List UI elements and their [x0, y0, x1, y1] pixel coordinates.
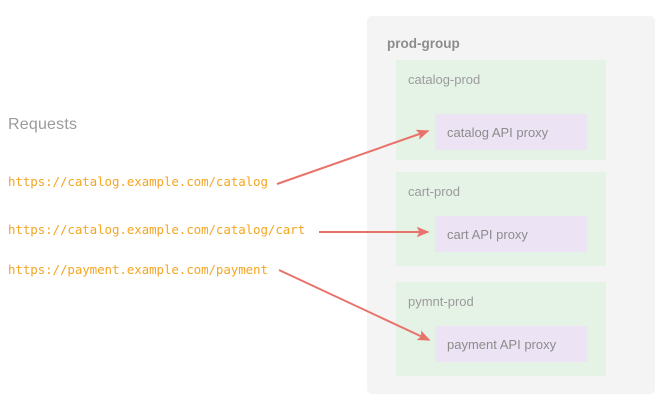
service-label-payment-api-proxy: payment API proxy [447, 336, 557, 352]
service-box-payment-api-proxy: payment API proxy [435, 326, 587, 362]
group-title: prod-group [387, 36, 460, 51]
service-box-cart-api-proxy: cart API proxy [435, 216, 587, 252]
group-panel-prod-group: prod-group catalog-prod catalog API prox… [367, 16, 655, 394]
subgroup-pymnt-prod: pymnt-prod payment API proxy [396, 282, 606, 376]
subgroup-cart-prod: cart-prod cart API proxy [396, 172, 606, 266]
request-url-payment: https://payment.example.com/payment [8, 262, 268, 277]
service-label-cart-api-proxy: cart API proxy [447, 226, 528, 242]
service-box-catalog-api-proxy: catalog API proxy [435, 114, 587, 150]
subgroup-title-cart-prod: cart-prod [408, 184, 461, 199]
requests-heading: Requests [8, 116, 78, 133]
request-url-catalog: https://catalog.example.com/catalog [8, 174, 268, 189]
subgroup-catalog-prod: catalog-prod catalog API proxy [396, 60, 606, 160]
subgroup-title-pymnt-prod: pymnt-prod [408, 294, 474, 309]
service-label-catalog-api-proxy: catalog API proxy [447, 124, 549, 140]
subgroup-title-catalog-prod: catalog-prod [408, 72, 481, 87]
request-url-catalog-cart: https://catalog.example.com/catalog/cart [8, 222, 306, 237]
